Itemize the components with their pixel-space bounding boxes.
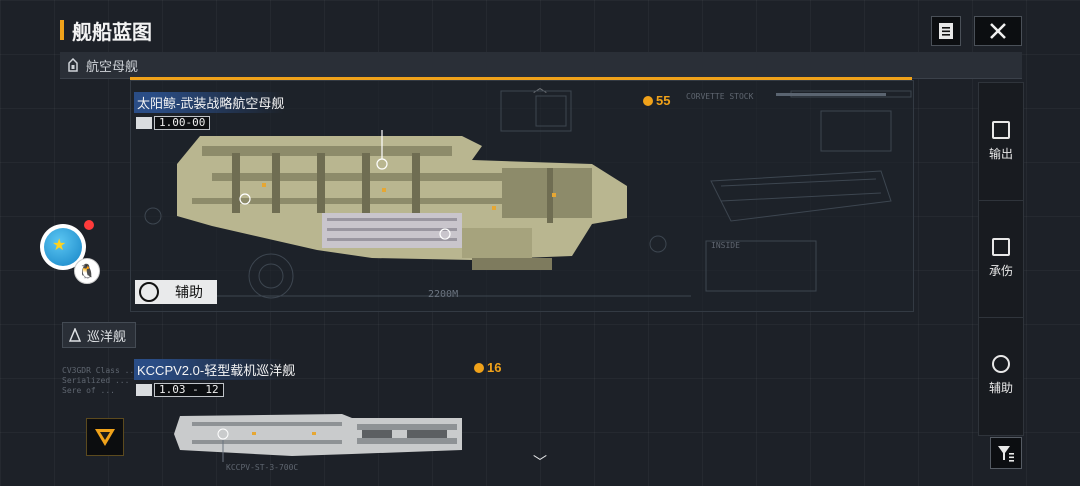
close-icon (990, 23, 1006, 39)
carrier-version-value: 1.00-00 (154, 116, 211, 130)
cost-icon (474, 362, 484, 373)
carrier-cost-value: 55 (656, 93, 671, 108)
qq-penguin-icon[interactable]: 🐧 (74, 258, 100, 284)
notes-button[interactable] (931, 16, 961, 46)
shield-icon (992, 238, 1010, 256)
cruiser-bg-text: CV3GDR Class ...Serialized ...Sere of ..… (62, 366, 140, 395)
cruiser-version-tag: 1.03 - 12 (136, 383, 224, 397)
page-title: 舰船蓝图 (60, 16, 152, 44)
close-button[interactable] (974, 16, 1022, 46)
sort-support-button[interactable]: 辅助 (979, 317, 1023, 434)
schematic-annotation-2: INSIDE (711, 241, 740, 250)
carrier-category-icon (68, 58, 78, 72)
category-header-cruiser[interactable]: 巡洋舰 (62, 322, 136, 348)
sort-output-label: 输出 (988, 147, 1013, 161)
sort-support-label: 辅助 (988, 381, 1013, 395)
role-label: 辅助 (175, 284, 203, 300)
version-icon (136, 384, 152, 396)
page-title-text: 舰船蓝图 (72, 21, 152, 44)
category-label: 航空母舰 (86, 58, 139, 74)
carrier-cost: 55 (643, 93, 670, 108)
schematic-annotation: CORVETTE STOCK (686, 92, 754, 101)
cruiser-category-label: 巡洋舰 (87, 328, 127, 344)
cruiser-cost-value: 16 (487, 360, 502, 375)
sort-output-button[interactable]: 输出 (979, 83, 1023, 201)
sort-tank-button[interactable]: 承伤 (979, 200, 1023, 318)
side-sort-menu: 输出 承伤 辅助 (978, 82, 1024, 436)
triangle-emblem-icon (95, 429, 115, 446)
faction-emblem[interactable] (86, 418, 124, 456)
carrier-ship-image[interactable] (172, 128, 632, 286)
document-icon (939, 23, 953, 39)
cruiser-code-label: KCCPV-ST-3-700C (226, 463, 299, 472)
category-header-carrier[interactable]: 航空母舰 (60, 52, 1022, 79)
panel-top-accent (130, 77, 912, 80)
export-icon (992, 121, 1010, 139)
assistant-avatar (44, 228, 82, 266)
cruiser-category-icon (69, 328, 81, 342)
support-icon (992, 355, 1010, 373)
sort-tank-label: 承伤 (988, 264, 1013, 278)
scroll-down-chevron-icon[interactable]: ﹀ (533, 454, 547, 470)
carrier-version-tag: 1.00-00 (136, 116, 211, 130)
title-accent-bar (60, 20, 64, 40)
support-role-icon (139, 282, 159, 302)
filter-icon (998, 446, 1014, 462)
cruiser-cost: 16 (474, 360, 501, 375)
notification-dot (84, 220, 94, 230)
star-icon: ★ (52, 237, 67, 254)
role-support-button[interactable]: 辅助 (135, 280, 217, 304)
cruiser-name: KCCPV2.0-轻型载机巡洋舰 (134, 359, 299, 380)
cost-icon (643, 95, 653, 106)
cruiser-version-value: 1.03 - 12 (154, 383, 224, 397)
version-icon (136, 117, 152, 129)
carrier-name: 太阳鲸-武装战略航空母舰 (134, 92, 288, 113)
scale-label: 2200M (428, 289, 459, 300)
filter-button[interactable] (990, 437, 1022, 469)
top-bar: 舰船蓝图 (0, 0, 1080, 50)
cruiser-ship-image[interactable] (172, 410, 467, 462)
